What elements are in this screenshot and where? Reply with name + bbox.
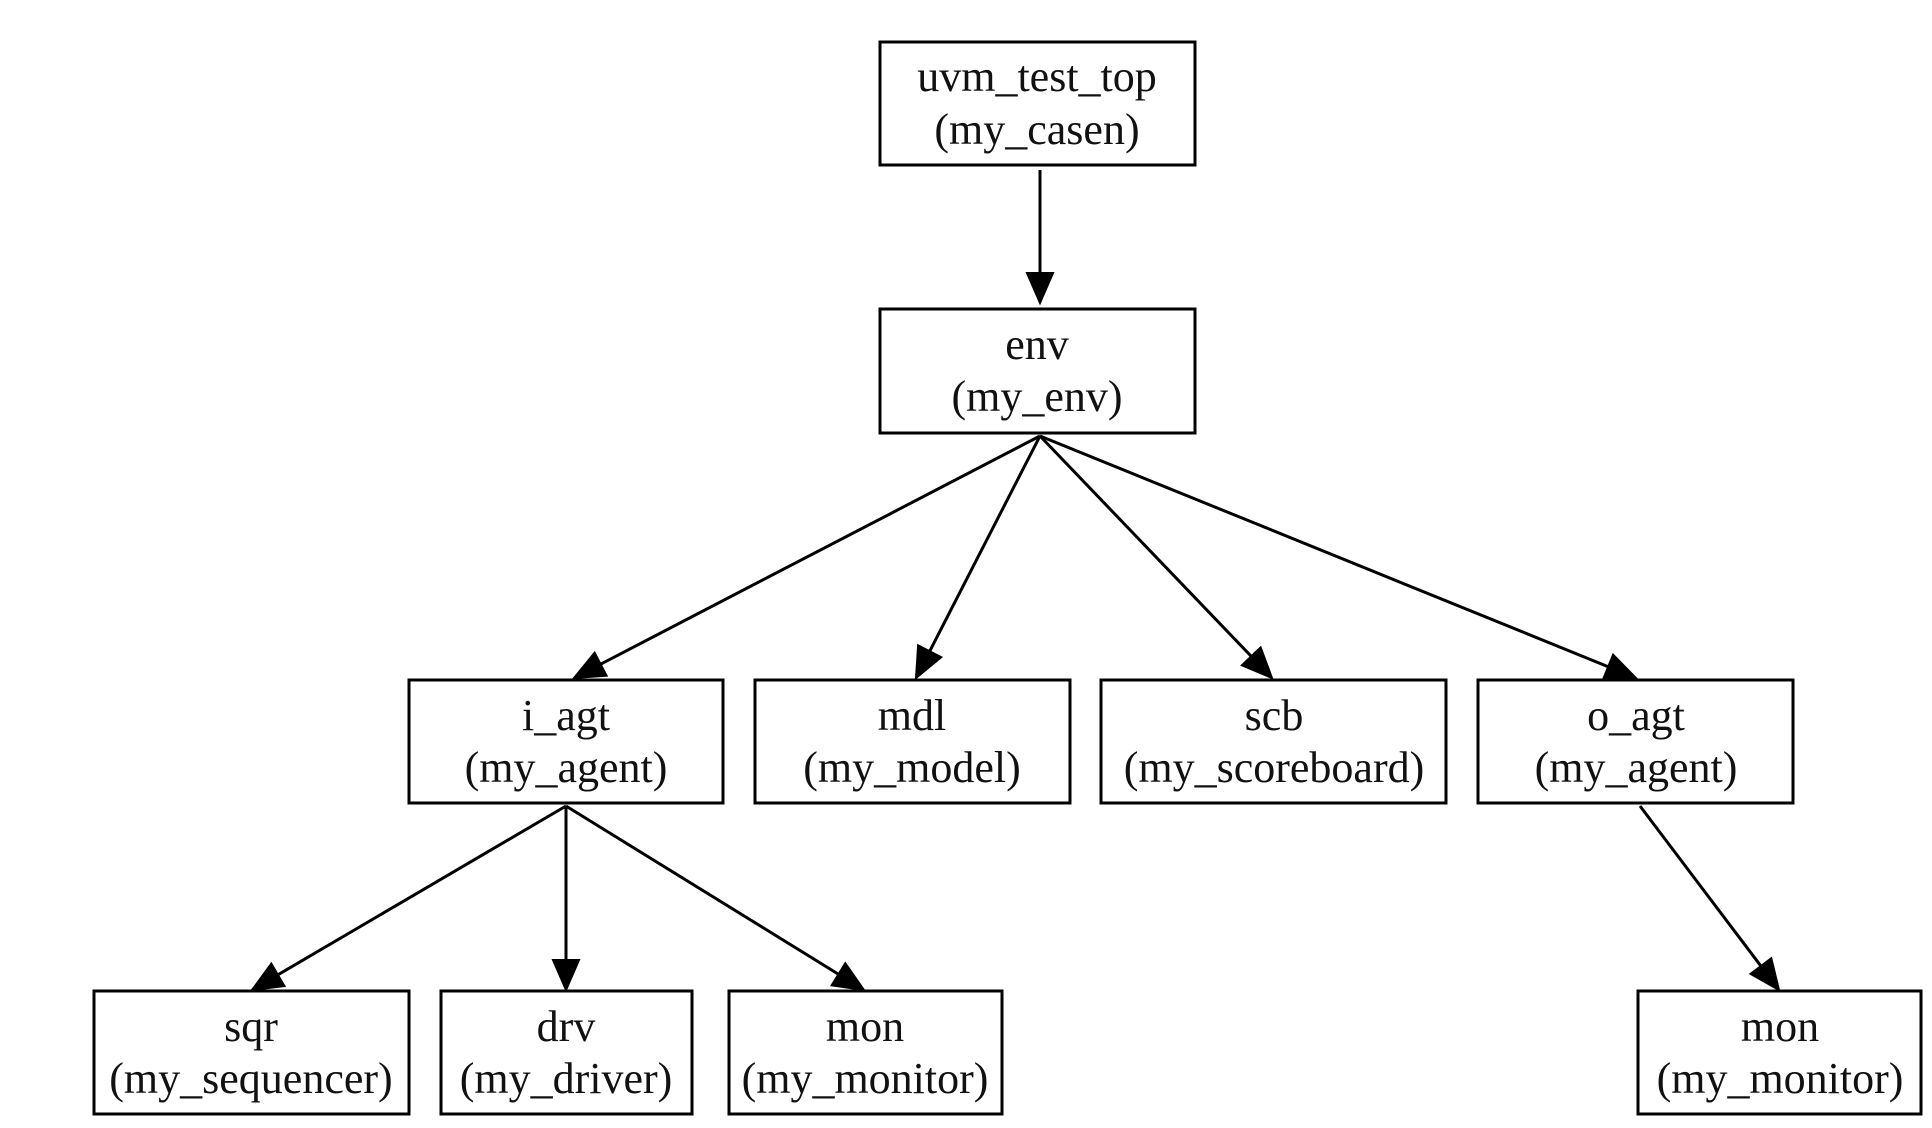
arrowhead-mdl bbox=[914, 643, 944, 681]
edge-o_agt-to-mon_o bbox=[1638, 805, 1763, 967]
edges-layer bbox=[249, 170, 1781, 993]
arrowhead-env bbox=[1025, 272, 1055, 306]
node-name: i_agt bbox=[522, 691, 610, 740]
node-box bbox=[1099, 678, 1448, 805]
edge-i_agt-to-mon_i bbox=[565, 804, 840, 976]
arrowhead-scb bbox=[1240, 645, 1274, 680]
node-o-agt: o_agt (my_agent) bbox=[1476, 678, 1795, 805]
node-box bbox=[1636, 989, 1923, 1116]
node-box bbox=[727, 989, 1004, 1116]
node-type: (my_sequencer) bbox=[109, 1054, 392, 1103]
arrowhead-mon_i bbox=[829, 961, 867, 992]
node-box bbox=[92, 989, 411, 1116]
node-type: (my_monitor) bbox=[1657, 1054, 1904, 1103]
node-name: mdl bbox=[878, 691, 946, 740]
node-mon-o-agt: mon (my_monitor) bbox=[1636, 989, 1923, 1116]
node-mdl: mdl (my_model) bbox=[753, 678, 1072, 805]
node-name: mon bbox=[1741, 1002, 1819, 1051]
nodes-layer: uvm_test_top (my_casen) env (my_env) i_a… bbox=[92, 40, 1923, 1116]
arrowhead-o_agt bbox=[1601, 652, 1639, 680]
edge-env-to-scb bbox=[1038, 434, 1253, 658]
node-mon-i-agt: mon (my_monitor) bbox=[727, 989, 1004, 1116]
node-name: mon bbox=[826, 1002, 904, 1051]
node-box bbox=[753, 678, 1072, 805]
node-box bbox=[407, 678, 725, 805]
edge-env-to-i_agt bbox=[599, 434, 1041, 666]
node-type: (my_driver) bbox=[460, 1054, 673, 1103]
node-name: sqr bbox=[224, 1002, 278, 1051]
node-sqr: sqr (my_sequencer) bbox=[92, 989, 411, 1116]
node-box bbox=[1476, 678, 1795, 805]
node-box bbox=[439, 989, 694, 1116]
node-name: scb bbox=[1245, 691, 1304, 740]
node-type: (my_monitor) bbox=[742, 1054, 989, 1103]
node-type: (my_casen) bbox=[934, 105, 1139, 154]
arrowhead-mon_o bbox=[1748, 956, 1781, 993]
arrowhead-i_agt bbox=[571, 650, 609, 680]
node-name: o_agt bbox=[1587, 691, 1685, 740]
node-box bbox=[878, 307, 1197, 435]
node-drv: drv (my_driver) bbox=[439, 989, 694, 1116]
node-name: env bbox=[1005, 320, 1069, 369]
node-name: uvm_test_top bbox=[917, 52, 1157, 101]
edge-env-to-o_agt bbox=[1039, 434, 1609, 669]
node-type: (my_agent) bbox=[465, 743, 668, 792]
node-box bbox=[878, 40, 1197, 167]
node-type: (my_model) bbox=[803, 743, 1021, 792]
node-uvm-test-top: uvm_test_top (my_casen) bbox=[878, 40, 1197, 167]
node-type: (my_agent) bbox=[1535, 743, 1738, 792]
node-i-agt: i_agt (my_agent) bbox=[407, 678, 725, 805]
node-scb: scb (my_scoreboard) bbox=[1099, 678, 1448, 805]
node-env: env (my_env) bbox=[878, 307, 1197, 435]
edge-env-to-mdl bbox=[928, 435, 1042, 652]
arrowhead-drv bbox=[551, 959, 581, 993]
node-type: (my_env) bbox=[951, 372, 1122, 421]
node-name: drv bbox=[537, 1002, 596, 1051]
arrowhead-sqr bbox=[249, 961, 287, 992]
edge-i_agt-to-sqr bbox=[277, 804, 567, 977]
node-type: (my_scoreboard) bbox=[1124, 743, 1425, 792]
